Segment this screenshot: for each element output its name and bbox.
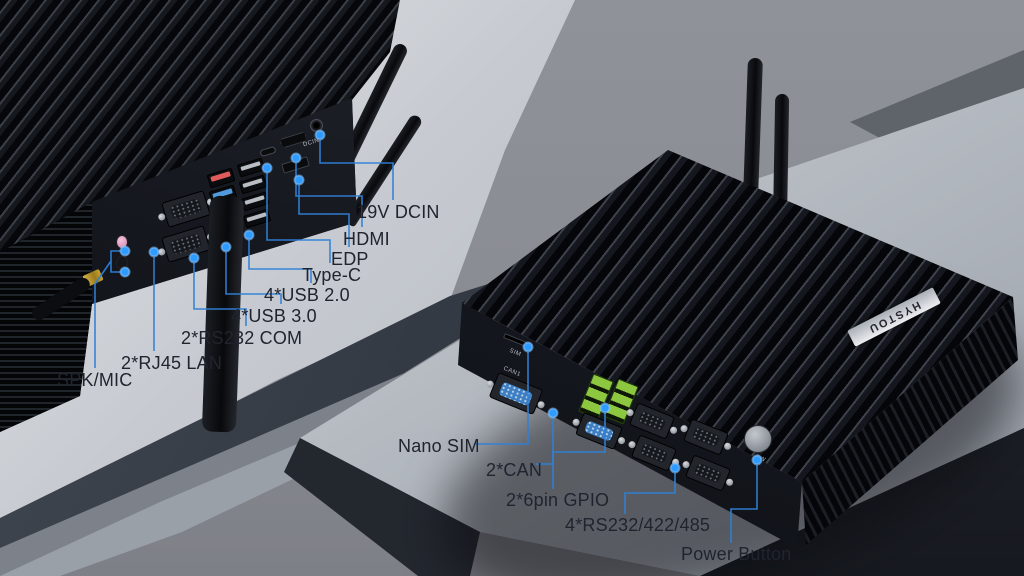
callout-label-edp: EDP xyxy=(331,249,369,269)
dc-in-jack xyxy=(310,119,323,132)
callout-label-power: Power Button xyxy=(681,544,792,564)
callout-label-typec: Type-C xyxy=(302,265,362,285)
callout-label-hdmi: HDMI xyxy=(343,229,390,249)
callout-label-dcin: 19V DCIN xyxy=(357,202,440,222)
callout-label-can: 2*CAN xyxy=(486,460,543,480)
callout-label-rj45: 2*RJ45 LAN xyxy=(121,353,223,373)
callout-label-nanosim: Nano SIM xyxy=(398,436,480,456)
callout-label-rs232: 2*RS232 COM xyxy=(181,328,303,348)
callout-label-rs485: 4*RS232/422/485 xyxy=(565,515,711,535)
spk-jack xyxy=(116,256,128,270)
callout-label-usb3: 4*USB 3.0 xyxy=(231,306,317,326)
callout-label-usb2: 4*USB 2.0 xyxy=(264,285,350,305)
callout-label-spkmic: SPK/MIC xyxy=(57,370,133,390)
power-button[interactable] xyxy=(744,425,772,453)
callout-label-gpio: 2*6pin GPIO xyxy=(506,490,610,510)
mic-jack xyxy=(116,235,128,249)
